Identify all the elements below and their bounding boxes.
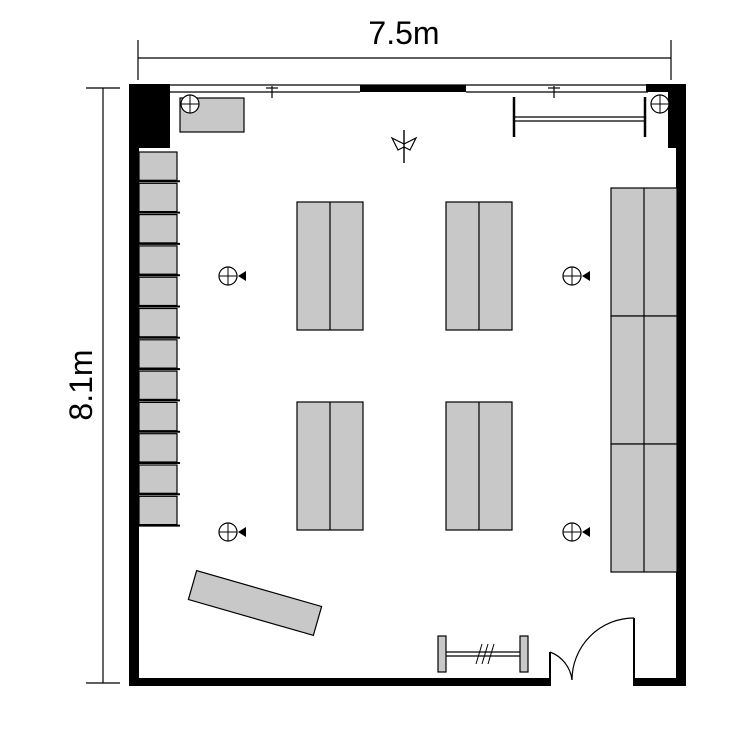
ceiling-light-icon xyxy=(180,94,200,114)
hanging-rack-bottom xyxy=(437,635,529,673)
dress-form-icon xyxy=(390,130,418,163)
shelf-unit xyxy=(138,307,178,338)
table-bottom-right xyxy=(445,401,513,531)
table-bottom-left xyxy=(296,401,364,531)
height-dimension: 8.1m xyxy=(63,87,120,684)
shelf-unit xyxy=(138,433,178,463)
width-dimension-label: 7.5m xyxy=(368,15,439,51)
wall-spotlight-icon xyxy=(562,266,590,286)
hanging-rack-top xyxy=(512,97,647,137)
ceiling-light-icon xyxy=(650,94,670,114)
wall-spotlight-icon xyxy=(218,522,246,542)
shelf-unit xyxy=(138,495,178,526)
shelf-unit xyxy=(138,182,178,213)
width-dimension: 7.5m xyxy=(137,15,672,80)
swing-door-icon xyxy=(549,617,635,686)
shelf-unit xyxy=(138,370,178,401)
shelf-unit xyxy=(138,245,178,275)
wall-spotlight-icon xyxy=(562,522,590,542)
shelf-unit xyxy=(138,401,178,432)
height-dimension-label: 8.1m xyxy=(63,349,99,420)
shelf-unit xyxy=(138,276,178,307)
right-display-cases xyxy=(610,187,678,573)
shelf-unit xyxy=(138,214,178,244)
window-rail-marks xyxy=(266,86,560,98)
wall-spotlight-icon xyxy=(218,266,246,286)
shelf-unit xyxy=(138,151,178,181)
table-top-right xyxy=(445,201,513,331)
angled-bench xyxy=(187,569,323,637)
shelf-unit xyxy=(138,464,178,494)
left-shelving xyxy=(138,151,180,527)
shelf-unit xyxy=(138,339,178,369)
table-top-left xyxy=(296,201,364,331)
room-walls xyxy=(129,84,686,686)
